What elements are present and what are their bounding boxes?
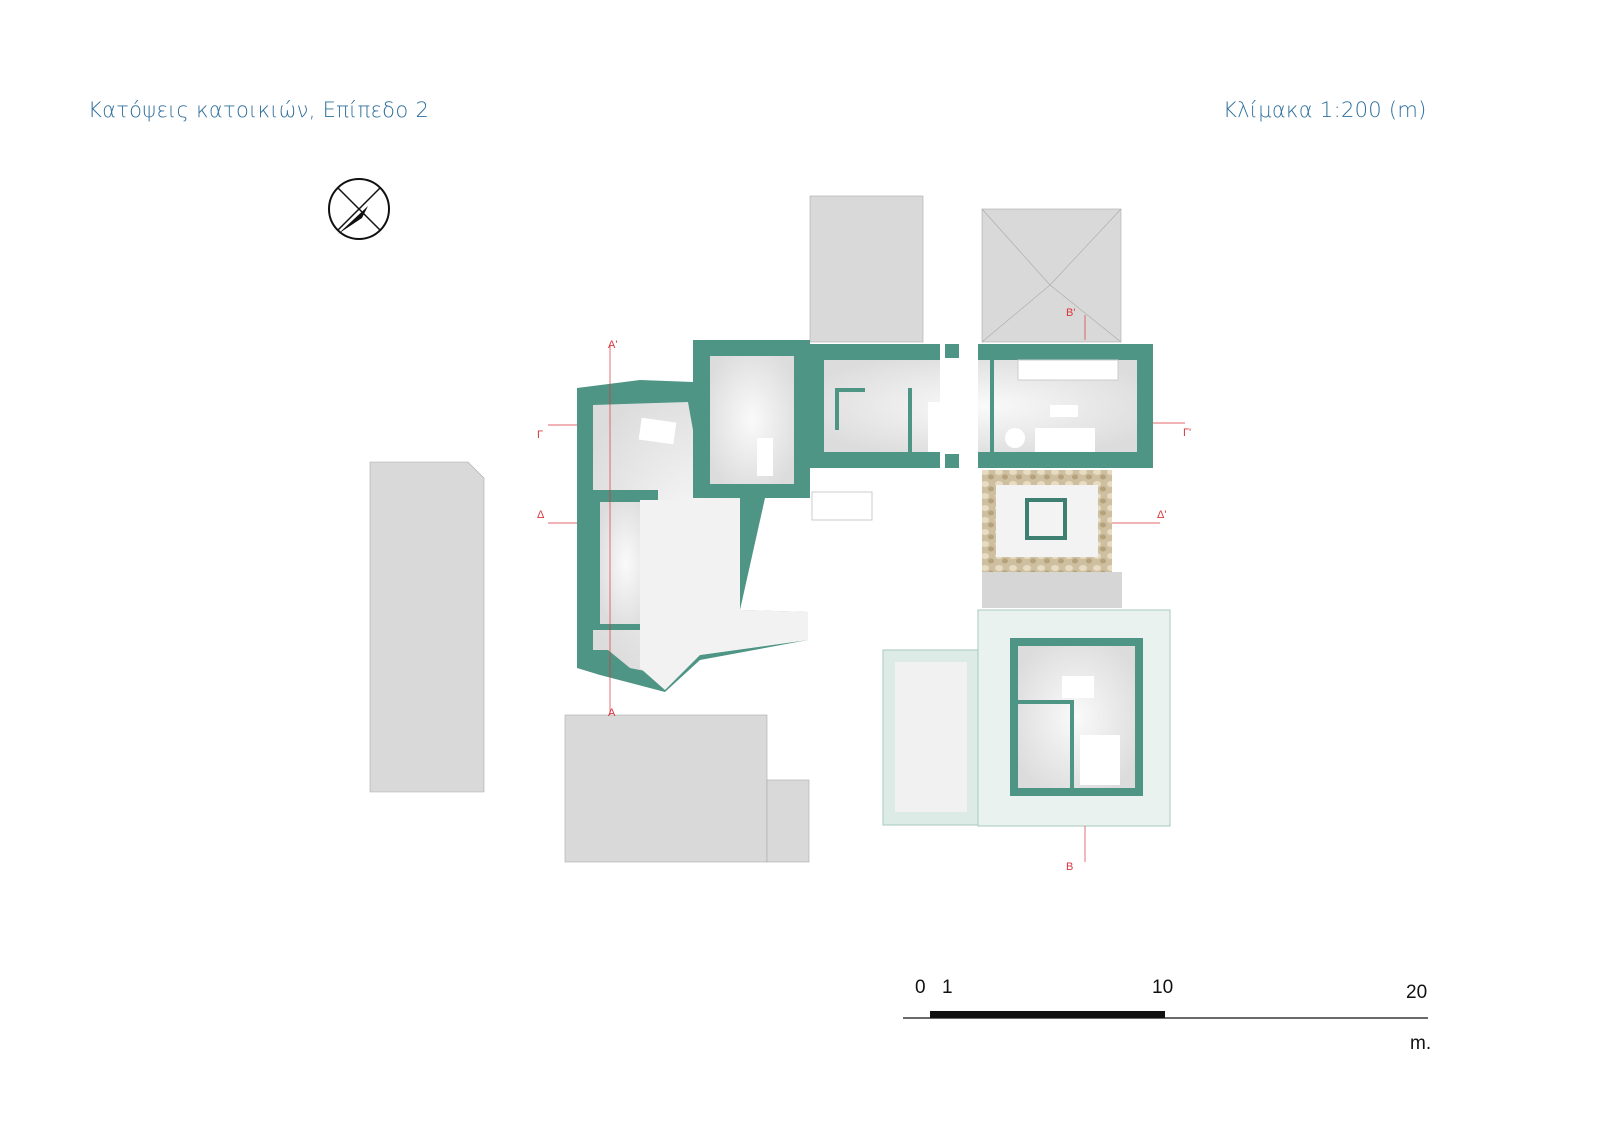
section-a-bottom-label: A xyxy=(608,707,616,719)
stone-courtyard xyxy=(811,470,1122,608)
section-d-left-label: Δ xyxy=(537,509,545,521)
scale-unit: m. xyxy=(1410,1033,1432,1054)
section-b-bottom-label: B xyxy=(1066,861,1073,873)
section-g-right-label: Γ' xyxy=(1183,427,1191,439)
drawing-scale: Κλίμακα 1:200 (m) xyxy=(1223,98,1427,122)
scale-bar xyxy=(903,1011,1428,1019)
scale-tick-10: 10 xyxy=(1152,977,1174,998)
section-g-left-label: Γ xyxy=(537,429,543,441)
scale-tick-20: 20 xyxy=(1406,982,1428,1003)
section-b-top-label: B' xyxy=(1066,307,1075,319)
house-west xyxy=(577,340,810,692)
scale-tick-0: 0 xyxy=(915,977,926,998)
house-north xyxy=(808,344,1153,468)
drawing-title: Κατόψεις κατοικιών, Επίπεδο 2 xyxy=(88,98,430,122)
house-southeast xyxy=(882,609,1171,827)
neighbor-buildings xyxy=(369,195,1122,863)
section-d-right-label: Δ' xyxy=(1157,509,1166,521)
section-lines xyxy=(548,315,1185,862)
section-a-top-label: A' xyxy=(608,339,617,351)
north-arrow-icon xyxy=(328,178,390,240)
scale-tick-1: 1 xyxy=(942,977,953,998)
